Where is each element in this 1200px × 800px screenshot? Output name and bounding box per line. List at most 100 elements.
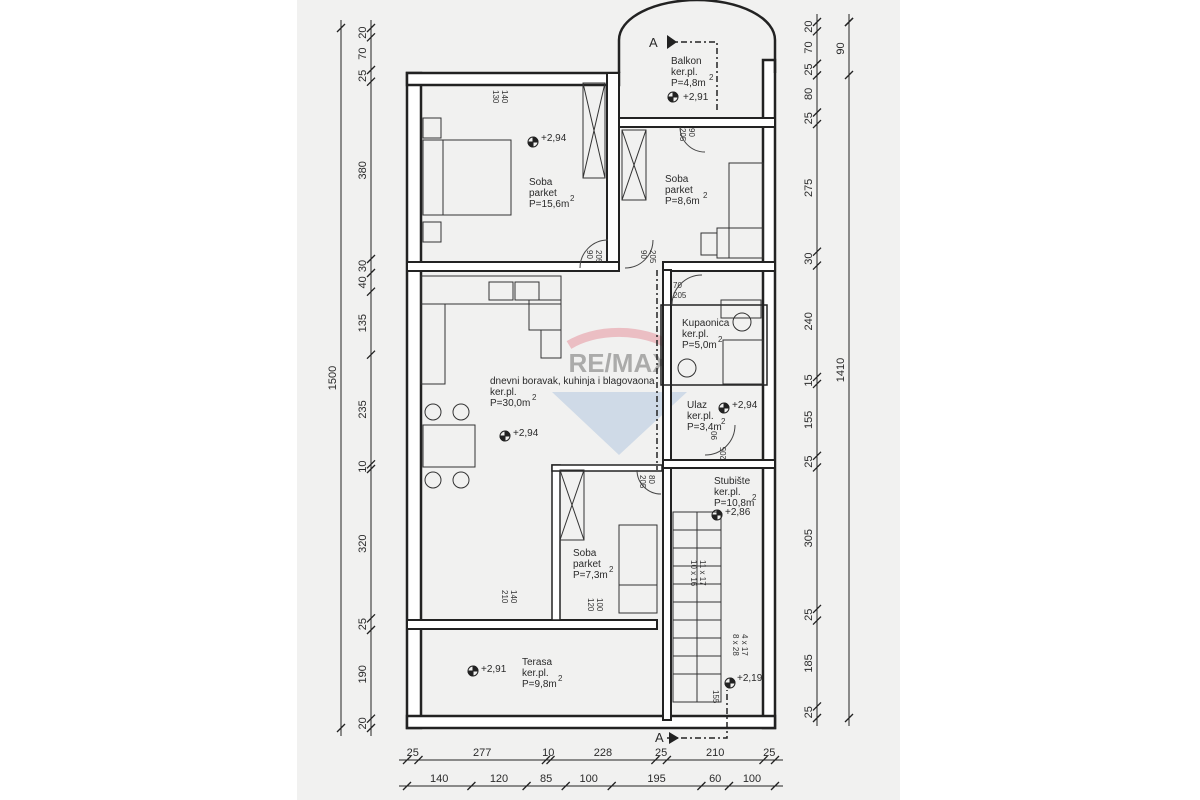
win-top-h: 130 xyxy=(491,90,500,104)
win-terasa-w: 140 xyxy=(509,590,518,604)
stair-note-2: 11 x 17 xyxy=(698,560,707,586)
dim-bottom2-1: 120 xyxy=(490,773,508,785)
door-soba2-h: 205 xyxy=(648,250,657,264)
terasa-level: +2,91 xyxy=(481,664,507,675)
section-arrow-top xyxy=(667,35,677,49)
dim-left-12: 20 xyxy=(357,717,369,729)
dim-left-4: 30 xyxy=(357,260,369,272)
dim-right-8: 15 xyxy=(803,374,815,386)
dim-right-6: 30 xyxy=(803,253,815,265)
dim-right-2: 25 xyxy=(803,63,815,75)
dnevni-level: +2,94 xyxy=(513,428,539,439)
door-soba1-w: 90 xyxy=(585,250,594,259)
dnevni-name: dnevni boravak, kuhinja i blagovaona xyxy=(490,376,655,387)
dim-right-7: 240 xyxy=(803,312,815,330)
door-soba1-h: 205 xyxy=(594,250,603,264)
dim-left-1: 70 xyxy=(357,48,369,60)
soba1-area: P=15,6m xyxy=(529,199,569,210)
dim-right-11: 305 xyxy=(803,529,815,547)
door-soba2-w: 90 xyxy=(639,250,648,259)
win-soba3-h: 120 xyxy=(586,598,595,612)
dim-right-1: 70 xyxy=(803,41,815,53)
soba3-area-sup: 2 xyxy=(609,565,614,574)
soba3-name: Soba xyxy=(573,548,597,559)
soba2-area-sup: 2 xyxy=(703,191,708,200)
balkon-area: P=4,8m xyxy=(671,78,706,89)
soba1-level: +2,94 xyxy=(541,133,567,144)
kupaonica-name: Kupaonica xyxy=(682,318,730,329)
dim-bottom1-1: 277 xyxy=(473,747,491,759)
dim-right-9: 155 xyxy=(803,411,815,429)
dim-left-9: 320 xyxy=(357,534,369,552)
ulaz-area: P=3,4m xyxy=(687,422,722,433)
balkon-floor: ker.pl. xyxy=(671,67,698,78)
dim-bottom2-4: 195 xyxy=(647,773,665,785)
door-balkon-h: 205 xyxy=(678,128,687,142)
stair-note-5: 155 xyxy=(711,690,720,704)
dim-right-outer: 90 xyxy=(835,42,847,54)
soba2-name: Soba xyxy=(665,174,689,185)
kupaonica-area-sup: 2 xyxy=(718,335,723,344)
kupaonica-floor: ker.pl. xyxy=(682,329,709,340)
door-soba3-w: 80 xyxy=(647,475,656,484)
dimension-chain-right: 2070258025275302401515525305251852514109… xyxy=(803,14,854,726)
dim-bottom2-3: 100 xyxy=(580,773,598,785)
dim-right-5: 275 xyxy=(803,179,815,197)
dim-right-13: 185 xyxy=(803,654,815,672)
door-kup-h: 205 xyxy=(673,291,687,300)
section-arrow-bottom xyxy=(669,732,679,744)
furniture xyxy=(420,82,764,703)
soba1-floor: parket xyxy=(529,188,557,199)
opening-labels: 140 130 90 205 90 205 90 205 70 205 90 2… xyxy=(491,90,749,704)
dim-left-7: 235 xyxy=(357,400,369,418)
stair-note-3: 8 x 28 xyxy=(731,634,740,656)
stubiste-name: Stubište xyxy=(714,476,751,487)
dim-right-total: 1410 xyxy=(835,358,847,382)
stubiste-area-sup: 2 xyxy=(752,493,757,502)
soba1-area-sup: 2 xyxy=(570,194,575,203)
door-ulaz-h: 205 xyxy=(719,446,728,460)
section-marker-bottom: A xyxy=(655,730,664,745)
stair-note-1: 10 x 16 xyxy=(689,560,698,587)
dim-left-0: 20 xyxy=(357,27,369,39)
dim-bottom1-2: 10 xyxy=(542,747,554,759)
win-top-w: 140 xyxy=(500,90,509,104)
dim-left-5: 40 xyxy=(357,276,369,288)
dim-right-10: 25 xyxy=(803,456,815,468)
dim-right-14: 25 xyxy=(803,706,815,718)
dim-right-3: 80 xyxy=(803,88,815,100)
dim-left-11: 190 xyxy=(357,665,369,683)
terasa-area: P=9,8m xyxy=(522,679,557,690)
win-soba3-w: 100 xyxy=(595,598,604,612)
ulaz-level: +2,94 xyxy=(732,400,758,411)
ulaz-floor: ker.pl. xyxy=(687,411,714,422)
door-ulaz-w: 90 xyxy=(710,431,719,440)
watermark-text: RE/MAX xyxy=(568,348,670,378)
soba2-floor: parket xyxy=(665,185,693,196)
stair-level: +2,19 xyxy=(737,673,763,684)
soba1-name: Soba xyxy=(529,177,553,188)
soba2-area: P=8,6m xyxy=(665,196,700,207)
soba3-floor: parket xyxy=(573,559,601,570)
win-terasa-h: 210 xyxy=(500,590,509,604)
terasa-name: Terasa xyxy=(522,657,552,668)
dim-bottom1-0: 25 xyxy=(407,747,419,759)
dim-bottom1-6: 25 xyxy=(763,747,775,759)
balkon-level: +2,91 xyxy=(683,92,709,103)
level-markers xyxy=(467,91,736,689)
dim-bottom1-4: 25 xyxy=(655,747,667,759)
dim-bottom2-2: 85 xyxy=(540,773,552,785)
kupaonica-area: P=5,0m xyxy=(682,340,717,351)
ulaz-name: Ulaz xyxy=(687,400,707,411)
ulaz-area-sup: 2 xyxy=(721,417,726,426)
dim-left-8: 10 xyxy=(357,461,369,473)
dim-bottom2-5: 60 xyxy=(709,773,721,785)
room-labels: +2,94 Soba parket P=15,6m 2 Soba parket … xyxy=(481,56,763,690)
balkon-name: Balkon xyxy=(671,56,702,67)
door-swings xyxy=(579,126,736,495)
dim-left-10: 25 xyxy=(357,618,369,630)
floor-plan-drawing: RE/MAX xyxy=(327,0,854,791)
door-balkon-w: 90 xyxy=(687,128,696,137)
dim-left-6: 135 xyxy=(357,314,369,332)
